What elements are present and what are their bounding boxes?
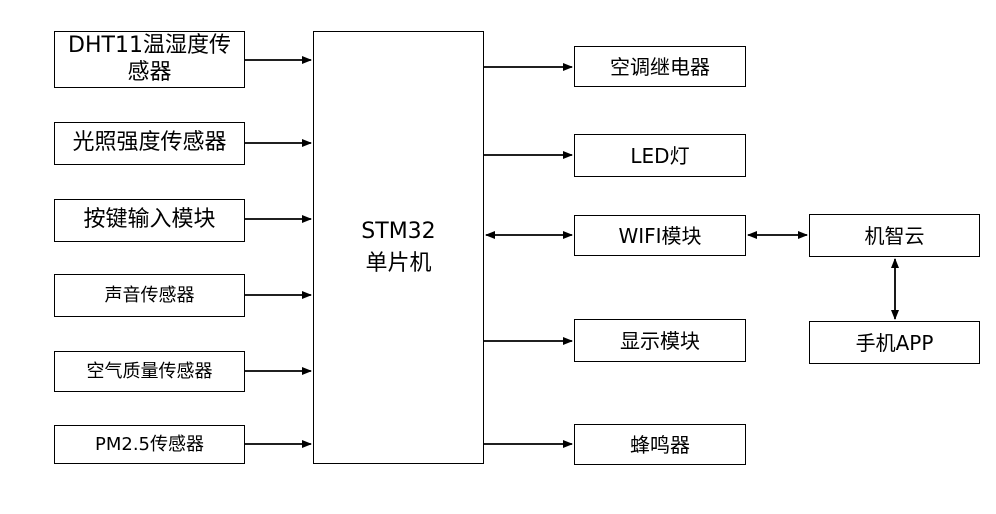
aircon-relay-box: 空调继电器: [574, 46, 746, 87]
dht11-sensor-box: DHT11温湿度传 感器: [54, 31, 245, 88]
wifi-module-box: WIFI模块: [574, 215, 746, 256]
led-label: LED灯: [630, 143, 690, 168]
buzzer-box: 蜂鸣器: [574, 424, 746, 465]
mcu-label-line2: 单片机: [365, 250, 432, 276]
pm25-sensor-box: PM2.5传感器: [54, 425, 245, 464]
dht11-sensor-label-line2: 感器: [127, 59, 172, 85]
light-sensor-label: 光照强度传感器: [72, 130, 227, 156]
light-sensor-box: 光照强度传感器: [54, 122, 245, 165]
sound-sensor-box: 声音传感器: [54, 274, 245, 317]
air-quality-sensor-box: 空气质量传感器: [54, 351, 245, 392]
stm32-mcu-box: STM32 单片机: [313, 31, 484, 464]
sound-sensor-label: 声音传感器: [104, 284, 195, 306]
dht11-sensor-label-line1: DHT11温湿度传: [68, 33, 231, 59]
air-quality-sensor-label: 空气质量传感器: [86, 360, 213, 382]
display-module-box: 显示模块: [574, 319, 746, 362]
pm25-sensor-label: PM2.5传感器: [94, 433, 204, 455]
phone-app-label: 手机APP: [855, 330, 934, 355]
key-input-box: 按键输入模块: [54, 199, 245, 242]
wifi-module-label: WIFI模块: [618, 223, 702, 248]
buzzer-label: 蜂鸣器: [630, 432, 690, 457]
aircon-relay-label: 空调继电器: [610, 54, 710, 79]
display-module-label: 显示模块: [620, 328, 700, 353]
gizwits-cloud-label: 机智云: [864, 223, 925, 248]
phone-app-box: 手机APP: [809, 321, 980, 364]
gizwits-cloud-box: 机智云: [809, 214, 980, 257]
led-box: LED灯: [574, 134, 746, 177]
mcu-label-line1: STM32: [361, 218, 436, 244]
key-input-label: 按键输入模块: [83, 207, 216, 233]
